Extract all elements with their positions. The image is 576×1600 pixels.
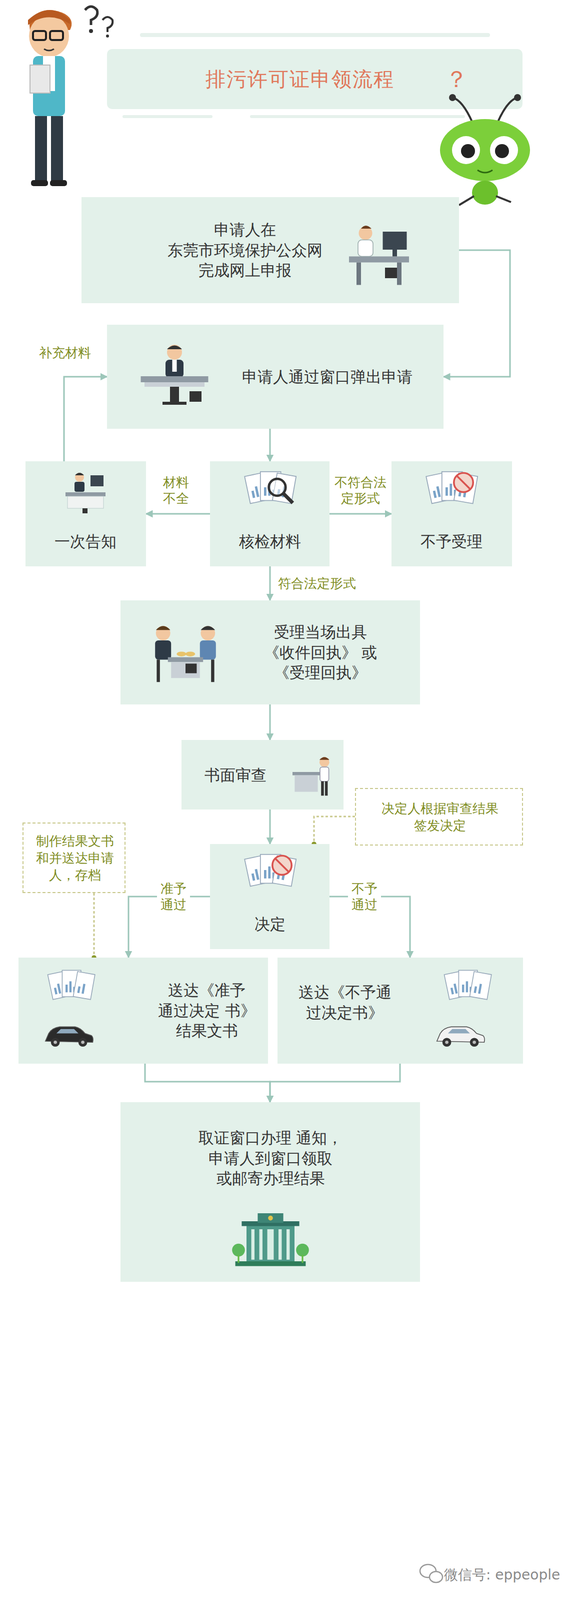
process-box: 取证窗口办理 通知，申请人到窗口领取 或邮寄办理结果 bbox=[120, 1101, 420, 1281]
process-box: 受理当场出具 《收件回执》 或《受理回执》 bbox=[120, 600, 420, 704]
node-text: 送达《准予 通过决定 书》结果文书 bbox=[157, 979, 257, 1041]
node-text: 决定 bbox=[247, 913, 294, 934]
title-rule bbox=[250, 115, 465, 118]
node-text: 受理当场出具 《收件回执》 或《受理回执》 bbox=[263, 621, 378, 683]
flow-arrow bbox=[145, 1063, 270, 1102]
node-text: 不予受理 bbox=[413, 531, 491, 552]
title-band bbox=[107, 49, 523, 109]
ant-mascot bbox=[440, 94, 530, 205]
title-rule bbox=[122, 115, 213, 118]
flow-arrow bbox=[269, 809, 271, 844]
flow-arrow bbox=[269, 566, 271, 600]
icon-illustration bbox=[137, 338, 212, 416]
node-text: 申请人在 东莞市环境保护公众网 完成网上申报 bbox=[156, 219, 333, 281]
callout-box: 决定人根据审查结果 签发决定 bbox=[355, 787, 523, 845]
edge-label: 补充材料 bbox=[39, 344, 91, 361]
edge-label: 符合法定形式 bbox=[278, 575, 356, 592]
icon-illustration bbox=[28, 1002, 109, 1059]
icon-illustration bbox=[427, 962, 508, 1019]
flow-arrow bbox=[329, 513, 392, 515]
process-box: 送达《准予 通过决定 书》结果文书 bbox=[18, 957, 268, 1063]
title-mark: ？ bbox=[445, 65, 468, 94]
process-box: 一次告知 bbox=[25, 461, 146, 566]
icon-illustration bbox=[135, 612, 236, 694]
leader-line bbox=[314, 816, 355, 844]
process-box: 不予受理 bbox=[391, 461, 512, 566]
edge-label: 材料不全 bbox=[161, 474, 190, 507]
node-text: 申请人通过窗口弹出申请 bbox=[234, 366, 420, 387]
process-box: 送达《不予通 过决定书》 bbox=[277, 957, 523, 1063]
callout-text: 决定人根据审查结果 签发决定 bbox=[378, 800, 502, 834]
process-box: 决定 bbox=[210, 843, 330, 949]
icon-illustration bbox=[281, 749, 337, 807]
icon-illustration bbox=[341, 215, 417, 292]
icon-illustration bbox=[33, 962, 109, 1019]
node-text: 取证窗口办理 通知，申请人到窗口领取 或邮寄办理结果 bbox=[181, 1127, 360, 1189]
flow-arrow bbox=[269, 428, 271, 461]
edge-label: 不符合法定形式 bbox=[333, 474, 388, 507]
flow-arrow bbox=[146, 513, 210, 515]
icon-illustration bbox=[60, 466, 111, 518]
icon-illustration bbox=[195, 1196, 346, 1279]
watermark: 微信号: eppeople bbox=[444, 1565, 560, 1583]
title-text: 排污许可证申领流程 bbox=[205, 65, 395, 93]
node-text: 送达《不予通 过决定书》 bbox=[295, 981, 395, 1023]
callout-box: 制作结果文书 和并送达申请 人，存档 bbox=[22, 822, 126, 893]
title-rule bbox=[140, 33, 490, 37]
node-text: 一次告知 bbox=[47, 531, 125, 552]
flow-arrow bbox=[269, 704, 271, 740]
cartoon-man bbox=[28, 6, 113, 186]
icon-illustration bbox=[237, 845, 303, 908]
process-box: 核检材料 bbox=[210, 461, 330, 566]
callout-text: 制作结果文书 和并送达申请 人，存档 bbox=[33, 832, 117, 883]
node-text: 核检材料 bbox=[231, 531, 309, 552]
edge-label: 不予通过 bbox=[348, 879, 381, 914]
icon-illustration bbox=[237, 463, 303, 525]
edge-label: 准予通过 bbox=[157, 879, 190, 914]
leader-line bbox=[93, 892, 95, 957]
process-box: 申请人在 东莞市环境保护公众网 完成网上申报 bbox=[81, 197, 459, 303]
node-text: 书面审查 bbox=[197, 764, 275, 785]
flow-arrow bbox=[64, 376, 107, 461]
process-box: 申请人通过窗口弹出申请 bbox=[107, 324, 444, 429]
process-box: 书面审查 bbox=[181, 739, 344, 809]
icon-illustration bbox=[419, 463, 484, 525]
wechat-icon bbox=[420, 1563, 443, 1582]
flow-arrow bbox=[270, 1063, 400, 1102]
icon-illustration bbox=[412, 1002, 508, 1059]
